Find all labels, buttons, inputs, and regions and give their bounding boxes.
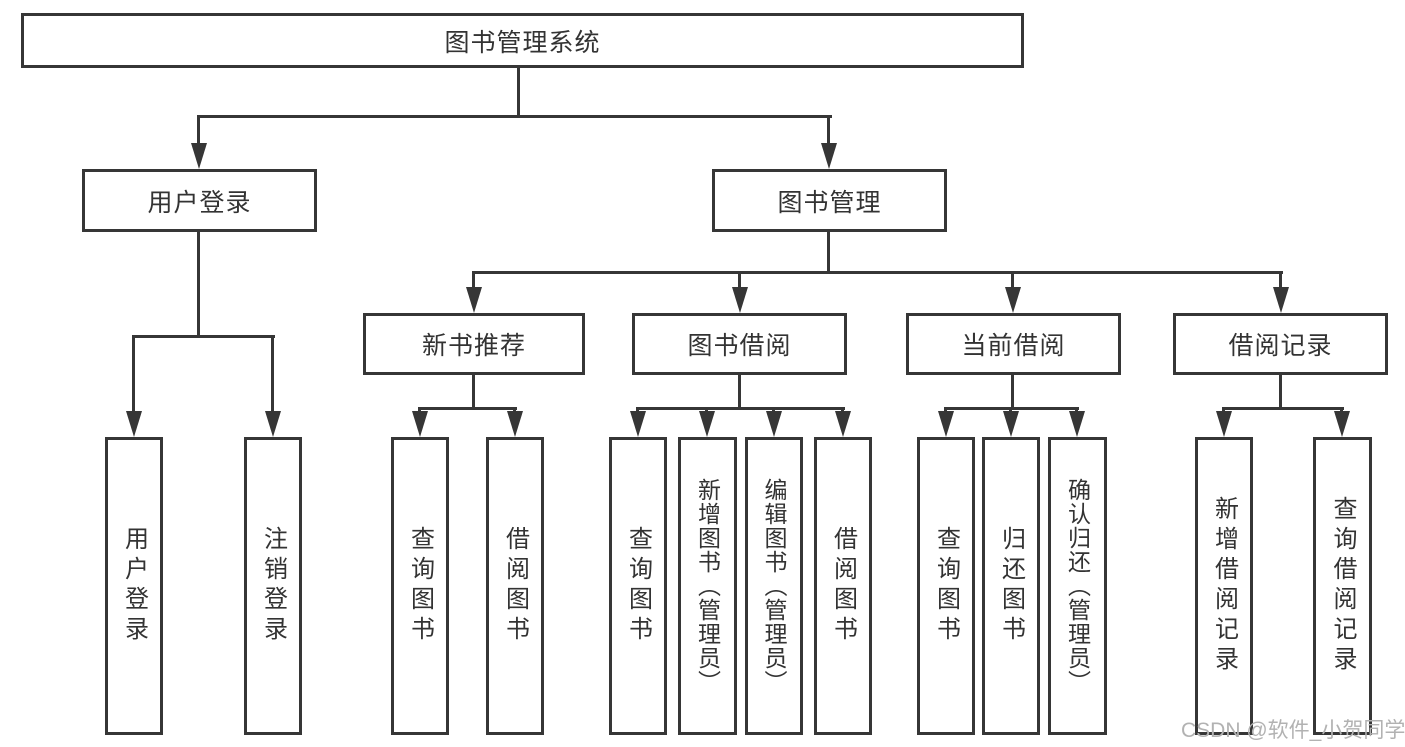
leaf-current-query-books: 查询图书 bbox=[917, 437, 975, 735]
connector-book-management-stem bbox=[827, 232, 830, 274]
leaf-label: 查询借阅记录 bbox=[1329, 496, 1356, 676]
connector-to-book-borrowing bbox=[738, 271, 741, 291]
node-book-management: 图书管理 bbox=[712, 169, 947, 232]
node-book-borrowing: 图书借阅 bbox=[632, 313, 847, 375]
connector-to-leaf-login bbox=[132, 335, 135, 415]
leaf-label: 归还图书 bbox=[997, 526, 1025, 646]
connector-to-borrowing-records bbox=[1279, 271, 1282, 291]
arrow-down-icon bbox=[821, 143, 837, 169]
leaf-label: 借阅图书 bbox=[829, 526, 857, 646]
arrow-down-icon bbox=[126, 411, 142, 437]
arrow-down-icon bbox=[732, 287, 748, 313]
connector-to-current-borrowing bbox=[1011, 271, 1014, 291]
arrow-down-icon bbox=[1273, 287, 1289, 313]
connector-to-user-login bbox=[197, 115, 200, 147]
leaf-label: 查询图书 bbox=[406, 526, 434, 646]
node-new-book-recommendation: 新书推荐 bbox=[363, 313, 585, 375]
connector-user-login-stem bbox=[197, 232, 200, 338]
connector-records-rail bbox=[1222, 407, 1344, 410]
connector-records-stem bbox=[1279, 375, 1282, 410]
leaf-label: 注销登录 bbox=[259, 526, 287, 646]
leaf-label: 确认归还（管理员） bbox=[1064, 478, 1091, 694]
arrow-down-icon bbox=[938, 411, 954, 437]
leaf-records-add-record: 新增借阅记录 bbox=[1195, 437, 1253, 735]
leaf-borrow-borrow-books: 借阅图书 bbox=[814, 437, 872, 735]
arrow-down-icon bbox=[191, 143, 207, 169]
arrow-down-icon bbox=[466, 287, 482, 313]
node-root: 图书管理系统 bbox=[21, 13, 1024, 68]
connector-to-book-management bbox=[827, 115, 830, 147]
arrow-down-icon bbox=[699, 411, 715, 437]
connector-root-rail bbox=[197, 115, 832, 118]
arrow-down-icon bbox=[1003, 411, 1019, 437]
arrow-down-icon bbox=[1216, 411, 1232, 437]
arrow-down-icon bbox=[507, 411, 523, 437]
leaf-current-confirm-return-admin: 确认归还（管理员） bbox=[1048, 437, 1107, 735]
arrow-down-icon bbox=[1334, 411, 1350, 437]
arrow-down-icon bbox=[265, 411, 281, 437]
arrow-down-icon bbox=[766, 411, 782, 437]
node-borrowing-records: 借阅记录 bbox=[1173, 313, 1388, 375]
connector-current-stem bbox=[1011, 375, 1014, 410]
arrow-down-icon bbox=[1069, 411, 1085, 437]
leaf-borrow-edit-books-admin: 编辑图书（管理员） bbox=[745, 437, 803, 735]
arrow-down-icon bbox=[412, 411, 428, 437]
leaf-label: 编辑图书（管理员） bbox=[761, 478, 787, 694]
csdn-watermark: CSDN @软件_小贺同学 bbox=[1181, 719, 1405, 742]
arrow-down-icon bbox=[835, 411, 851, 437]
leaf-label: 新增借阅记录 bbox=[1210, 496, 1238, 676]
leaf-borrow-add-books-admin: 新增图书（管理员） bbox=[678, 437, 737, 735]
leaf-records-query-record: 查询借阅记录 bbox=[1313, 437, 1372, 735]
connector-rec-stem bbox=[472, 375, 475, 410]
connector-book-management-rail bbox=[472, 271, 1283, 274]
node-user-login: 用户登录 bbox=[82, 169, 317, 232]
leaf-logout: 注销登录 bbox=[244, 437, 302, 735]
leaf-rec-query-books: 查询图书 bbox=[391, 437, 449, 735]
leaf-user-login: 用户登录 bbox=[105, 437, 163, 735]
leaf-borrow-query-books: 查询图书 bbox=[609, 437, 667, 735]
leaf-current-return-books: 归还图书 bbox=[982, 437, 1040, 735]
leaf-label: 用户登录 bbox=[120, 526, 148, 646]
connector-borrow-stem bbox=[738, 375, 741, 410]
connector-user-login-rail bbox=[132, 335, 275, 338]
leaf-rec-borrow-books: 借阅图书 bbox=[486, 437, 544, 735]
connector-to-new-book-rec bbox=[472, 271, 475, 291]
leaf-label: 新增图书（管理员） bbox=[694, 478, 721, 694]
connector-to-leaf-logout bbox=[271, 335, 274, 415]
arrow-down-icon bbox=[1005, 287, 1021, 313]
leaf-label: 查询图书 bbox=[932, 526, 960, 646]
connector-borrow-rail bbox=[636, 407, 845, 410]
arrow-down-icon bbox=[630, 411, 646, 437]
connector-root-stem bbox=[517, 68, 520, 118]
node-current-borrowing: 当前借阅 bbox=[906, 313, 1121, 375]
leaf-label: 借阅图书 bbox=[501, 526, 529, 646]
connector-rec-rail bbox=[418, 407, 517, 410]
leaf-label: 查询图书 bbox=[624, 526, 652, 646]
